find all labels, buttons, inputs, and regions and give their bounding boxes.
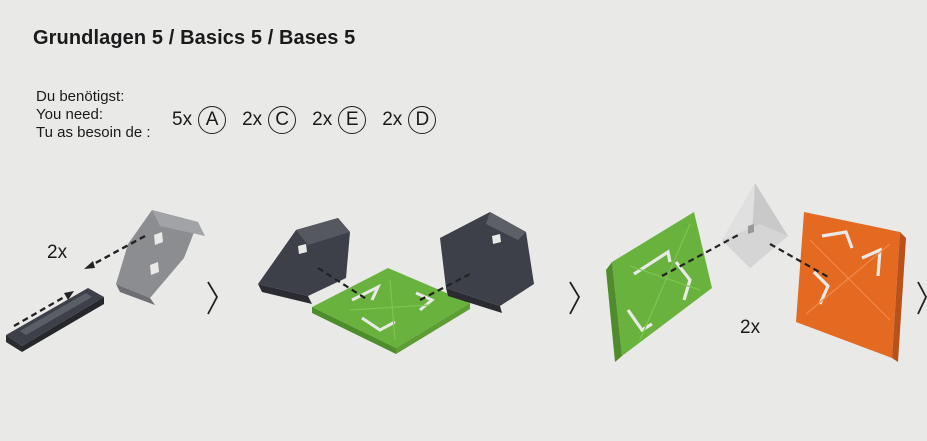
page-title: Grundlagen 5 / Basics 5 / Bases 5 <box>33 27 356 49</box>
part-qty: 5x <box>172 109 193 130</box>
connector-dashed <box>661 233 741 277</box>
part-letter-circle: C <box>268 106 297 134</box>
connector-dashed <box>769 243 831 279</box>
green-upright-piece <box>606 212 712 362</box>
arrow-dashed <box>13 294 67 328</box>
arrow-head <box>64 291 74 300</box>
arrow-head <box>84 261 95 269</box>
dark-rail-piece <box>6 288 104 352</box>
grey-triangle-piece <box>116 210 205 305</box>
part-item-e: 2x E <box>312 106 367 134</box>
part-letter-circle: A <box>198 106 227 134</box>
need-label-en: You need: <box>36 106 104 123</box>
step-chevron-icon <box>569 281 581 315</box>
part-item-c: 2x C <box>242 106 297 134</box>
arrow-dashed <box>89 234 146 268</box>
step-2-illustration <box>258 212 534 354</box>
need-label-fr: Tu as besoin de : <box>36 124 151 141</box>
need-labels: Du benötigst: You need: Tu as besoin de … <box>36 88 151 142</box>
part-letter-circle: D <box>408 106 437 134</box>
part-item-d: 2x D <box>382 106 437 134</box>
part-qty: 2x <box>242 109 263 130</box>
part-item-a: 5x A <box>172 106 227 134</box>
step-1-qty-label: 2x <box>47 242 68 263</box>
orange-upright-piece <box>796 212 906 362</box>
dark-triangle-left <box>258 218 350 304</box>
green-base-piece <box>312 268 470 354</box>
step-3-qty-label: 2x <box>740 317 761 338</box>
step-chevron-icon <box>207 281 219 315</box>
parts-list: 5x A 2x C 2x E 2x D <box>172 106 452 134</box>
part-qty: 2x <box>312 109 333 130</box>
dark-triangle-right <box>440 212 534 313</box>
part-qty: 2x <box>382 109 403 130</box>
step-1-illustration: 2x <box>6 210 205 352</box>
step-3-illustration: 2x <box>606 183 906 362</box>
white-pyramid-piece <box>722 183 788 268</box>
need-label-de: Du benötigst: <box>36 88 125 105</box>
part-letter-circle: E <box>338 106 367 134</box>
step-chevron-icon <box>917 281 927 315</box>
